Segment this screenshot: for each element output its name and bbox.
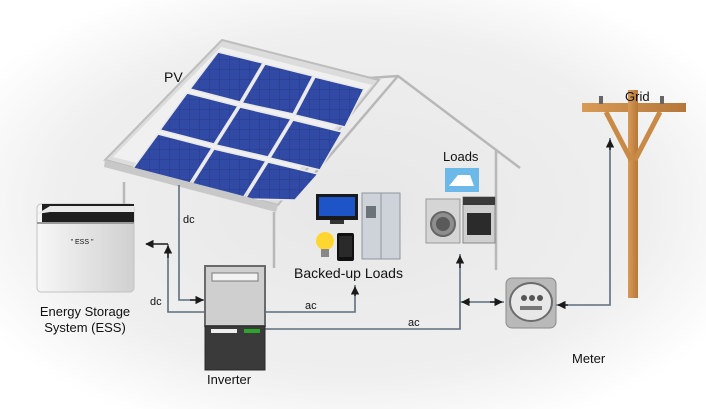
ess-badge: " ESS " <box>71 239 94 246</box>
ess-label-line1: Energy Storage <box>40 304 130 319</box>
grid-label: Grid <box>625 89 650 104</box>
meter-label: Meter <box>572 351 606 366</box>
dc-ess-label: dc <box>150 296 162 308</box>
backed-up-loads-label: Backed-up Loads <box>294 265 403 281</box>
phone-icon <box>337 233 354 261</box>
loads-group <box>425 168 496 244</box>
electric-meter-icon <box>505 277 557 329</box>
ess-label-line2: System (ESS) <box>44 320 126 335</box>
refrigerator-icon <box>361 192 401 260</box>
ac-backed-label: ac <box>305 300 317 312</box>
tv-icon <box>316 194 358 224</box>
backed-up-loads-group <box>316 192 401 261</box>
inverter-icon <box>204 265 266 371</box>
solar-panel-icon <box>103 38 381 212</box>
utility-pole-icon <box>582 90 686 298</box>
dc-pv-label: dc <box>183 214 195 226</box>
lightbulb-icon <box>316 232 334 257</box>
stove-icon <box>462 196 496 244</box>
wire-arrows <box>145 139 615 310</box>
inverter-label: Inverter <box>207 372 252 387</box>
ac-main-label: ac <box>408 317 420 329</box>
loads-label: Loads <box>443 149 479 164</box>
washing-machine-icon <box>425 198 461 244</box>
battery-icon: " ESS " <box>36 203 135 293</box>
pv-label: PV <box>164 69 183 85</box>
iron-icon <box>445 168 479 192</box>
